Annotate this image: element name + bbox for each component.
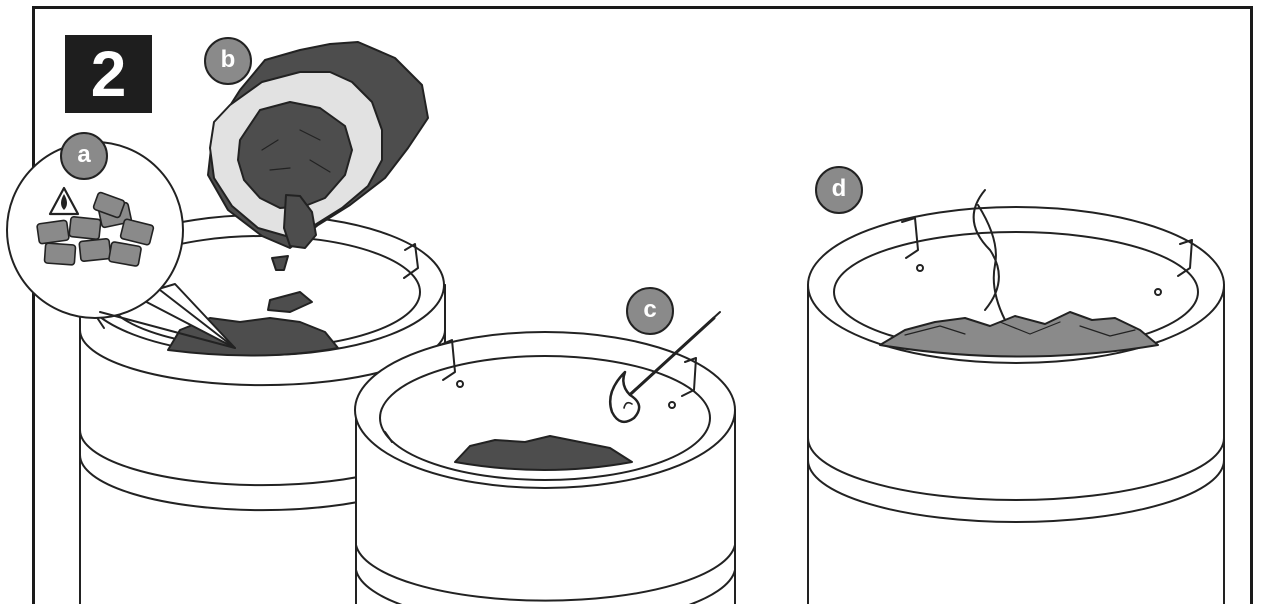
callout-badge-d: d xyxy=(815,166,863,214)
step-number: 2 xyxy=(91,42,127,106)
step-number-box: 2 xyxy=(65,35,152,113)
drum-c xyxy=(355,312,735,604)
callout-badge-b: b xyxy=(204,37,252,85)
callout-label-a: a xyxy=(77,143,90,167)
callout-label-d: d xyxy=(832,177,847,201)
callout-badge-a: a xyxy=(60,132,108,180)
drum-d xyxy=(808,190,1224,604)
callout-label-b: b xyxy=(221,48,236,72)
callout-badge-c: c xyxy=(626,287,674,335)
callout-label-c: c xyxy=(643,298,656,322)
